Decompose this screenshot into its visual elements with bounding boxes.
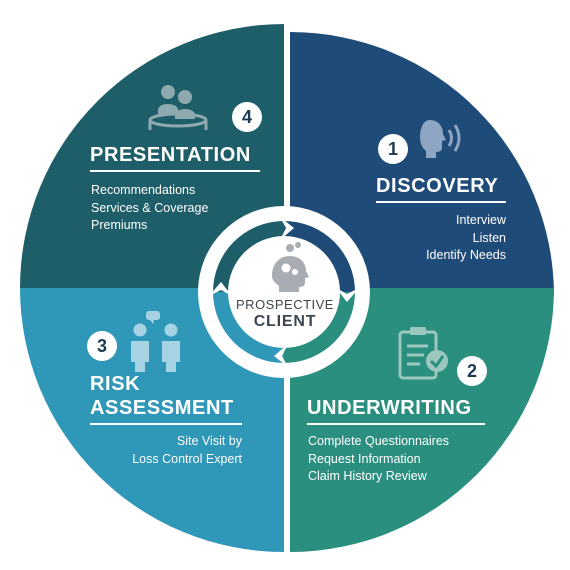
step-title-risk: RISK bbox=[90, 373, 141, 395]
list-item: Loss Control Expert bbox=[132, 451, 242, 466]
list-item: Listen bbox=[472, 230, 506, 245]
step-divider-discovery bbox=[376, 201, 506, 203]
quadrant-risk-assessment bbox=[20, 288, 284, 552]
quadrant-discovery bbox=[290, 32, 554, 296]
step-divider-risk-assessment bbox=[90, 423, 242, 425]
step-divider-underwriting bbox=[307, 423, 485, 425]
step-items-presentation: Recommendations Services & Coverage Prem… bbox=[91, 182, 208, 235]
ring-arc-right-bottom bbox=[284, 292, 355, 363]
step-items-risk-assessment: Site Visit by Loss Control Expert bbox=[100, 433, 242, 468]
step-number-2: 2 bbox=[457, 356, 487, 386]
head-gears-icon bbox=[272, 242, 309, 292]
ring-arrow-top bbox=[280, 217, 294, 240]
ring-arrow-left bbox=[209, 282, 232, 296]
list-item: Recommendations bbox=[91, 183, 196, 197]
clipboard-check-icon bbox=[398, 327, 448, 380]
list-item: Request Information bbox=[308, 451, 421, 466]
center-label-prospective: PROSPECTIVE bbox=[236, 297, 334, 312]
step-title-underwriting: UNDERWRITING bbox=[307, 397, 472, 419]
ring-arc-right-top bbox=[284, 221, 355, 292]
quadrant-presentation bbox=[20, 24, 284, 288]
ring-arrow-right bbox=[336, 288, 359, 302]
people-talking-icon bbox=[131, 311, 180, 372]
step-number-3: 3 bbox=[87, 331, 117, 361]
list-item: Interview bbox=[455, 213, 506, 227]
step-number-4: 4 bbox=[232, 102, 262, 132]
audience-icon bbox=[148, 85, 208, 130]
step-title-presentation: PRESENTATION bbox=[90, 144, 251, 166]
speaking-head-icon bbox=[420, 120, 461, 158]
list-item: Premiums bbox=[91, 218, 148, 232]
step-divider-presentation bbox=[90, 170, 260, 172]
list-item: Site Visit by bbox=[176, 434, 242, 448]
list-item: Claim History Review bbox=[308, 469, 427, 483]
list-item: Services & Coverage bbox=[91, 200, 209, 215]
step-items-discovery: Interview Listen Identify Needs bbox=[380, 212, 506, 265]
ring-arc-top bbox=[213, 221, 284, 292]
step-title-discovery: DISCOVERY bbox=[376, 175, 499, 197]
step-title-assessment: ASSESSMENT bbox=[90, 397, 234, 419]
quadrant-underwriting bbox=[290, 288, 554, 552]
ring-arc-left-bottom bbox=[213, 292, 284, 363]
step-items-underwriting: Complete Questionnaires Request Informat… bbox=[308, 433, 449, 486]
center-label-client: CLIENT bbox=[253, 313, 317, 330]
list-item: Identify Needs bbox=[426, 248, 506, 262]
ring-arrow-bottom bbox=[274, 344, 288, 367]
list-item: Complete Questionnaires bbox=[308, 434, 450, 448]
step-number-1: 1 bbox=[378, 134, 408, 164]
